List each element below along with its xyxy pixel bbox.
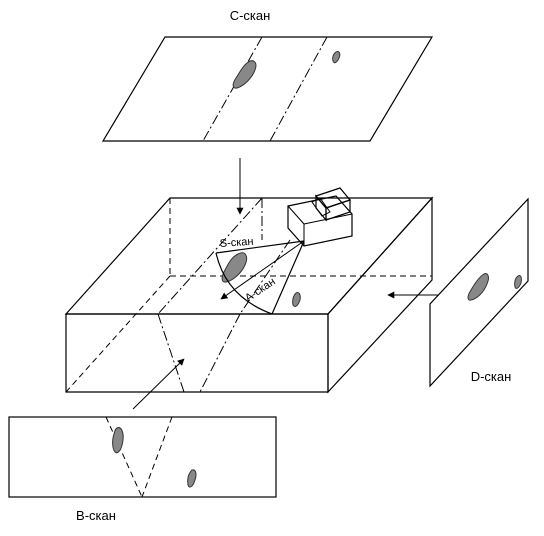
d-scan-plane xyxy=(429,197,529,388)
b-scan-flaw-small xyxy=(187,469,197,488)
b-scan-flaw-large xyxy=(112,427,124,454)
b-scan-plane xyxy=(8,416,277,498)
probe xyxy=(287,187,353,247)
b-scan-beam-right xyxy=(141,416,173,498)
a-scan-ray xyxy=(220,240,305,300)
block-front-face xyxy=(65,313,329,393)
transducer-front xyxy=(315,194,327,222)
b-scan-sheet xyxy=(8,416,277,498)
hidden-edge-left-bottom xyxy=(65,275,171,393)
block-flaw-large xyxy=(221,252,248,283)
sector-ray-right xyxy=(271,240,305,315)
sector-ray-left xyxy=(215,240,305,254)
c-scan-flaw-small xyxy=(332,51,341,64)
c-scan-plane xyxy=(101,36,434,142)
b-scan-arrow xyxy=(132,358,185,410)
scan-plane-top-left xyxy=(157,197,263,315)
s-scan-sector xyxy=(215,240,305,315)
probe-wedge-edge-1 xyxy=(287,205,305,225)
sector-arc xyxy=(215,252,273,315)
scan-plane-front-right xyxy=(199,313,241,393)
c-scan-line-right xyxy=(269,36,328,142)
b-scan-beam-left xyxy=(105,416,143,498)
d-scan-label: D-скан xyxy=(471,369,512,384)
transducer-connector xyxy=(311,197,331,217)
c-scan-label: C-скан xyxy=(230,8,271,23)
c-scan-sheet xyxy=(101,36,434,142)
s-scan-label: S-скан xyxy=(219,236,254,250)
d-scan-sheet xyxy=(429,197,529,388)
probe-wedge xyxy=(287,195,353,247)
test-block xyxy=(64,196,434,394)
c-scan-line-left xyxy=(202,36,263,142)
d-scan-flaw-small xyxy=(514,275,522,289)
scan-plane-front-left xyxy=(157,313,185,393)
block-flaw-small xyxy=(292,292,301,307)
c-scan-flaw-large xyxy=(232,60,257,89)
d-scan-flaw-large xyxy=(467,273,489,301)
b-scan-label: B-скан xyxy=(76,508,116,523)
